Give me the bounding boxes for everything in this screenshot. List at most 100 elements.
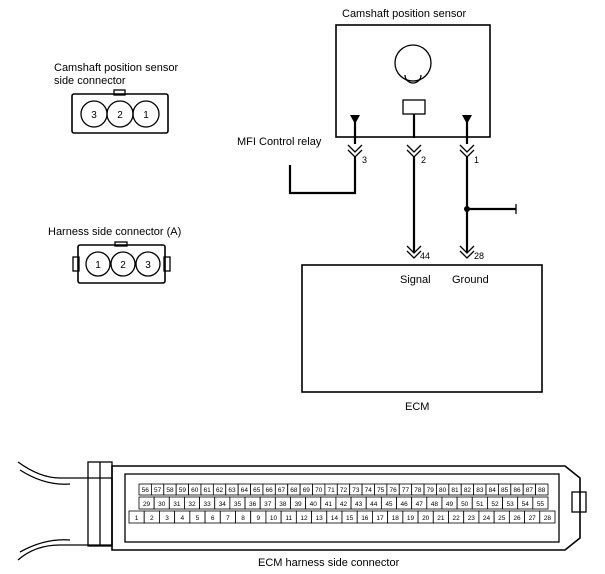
ecm-pin-label: 76 <box>389 487 397 494</box>
ecm-pin-label: 42 <box>340 501 348 508</box>
ecm-pin-label: 23 <box>468 515 476 522</box>
ecm-pin-cell <box>532 496 549 510</box>
ecm-pin-label: 77 <box>402 487 410 494</box>
ecm-pin-label: 14 <box>331 515 339 522</box>
ecm-pin-label: 52 <box>491 501 499 508</box>
signal-wire: 44 <box>406 157 430 261</box>
ecm-pin-label: 10 <box>270 515 278 522</box>
ecm-pin-label: 27 <box>529 515 537 522</box>
ecm-pin-label: 15 <box>346 515 354 522</box>
ecm-pin-label: 66 <box>266 487 274 494</box>
ecm-pin-label: 82 <box>464 487 472 494</box>
ecm-pin-label: 33 <box>204 501 212 508</box>
ecm-ground-label: Ground <box>452 274 489 286</box>
ecm-pin-label: 32 <box>188 501 196 508</box>
sensor-terminals: 3 2 1 <box>347 115 479 165</box>
ecm-pin-label: 36 <box>249 501 257 508</box>
ecm-pin-label: 57 <box>154 487 162 494</box>
ecm-pin-label: 8 <box>241 515 245 522</box>
ecm-pin-label: 71 <box>327 487 335 494</box>
ecm-pin-label: 78 <box>414 487 422 494</box>
ecm-pin-label: 87 <box>526 487 534 494</box>
ecm-pin-label: 43 <box>355 501 363 508</box>
ecm-pin-label: 70 <box>315 487 323 494</box>
sensor-cavity-3: 3 <box>91 110 97 121</box>
ecm-pin-label: 75 <box>377 487 385 494</box>
sensor-ic <box>402 99 426 115</box>
sensor-element <box>394 44 432 82</box>
ecm-pin-label: 34 <box>219 501 227 508</box>
ground-wire: 28 <box>459 157 517 261</box>
ecm-pin-label: 48 <box>431 501 439 508</box>
harness-cavity-2: 2 <box>120 260 126 271</box>
ecm-pin-label: 18 <box>392 515 400 522</box>
sensor-pin-1: 1 <box>474 155 479 165</box>
ecm-pin-label: 86 <box>513 487 521 494</box>
ecm-pin-label: 58 <box>166 487 174 494</box>
ecm-pin-label: 64 <box>241 487 249 494</box>
ecm-pin-label: 6 <box>211 515 215 522</box>
ecm-pin-label: 73 <box>352 487 360 494</box>
ecm-pin-label: 24 <box>483 515 491 522</box>
ecm-pin-label: 46 <box>400 501 408 508</box>
ecm-pin-label: 63 <box>228 487 236 494</box>
ecm-pin-label: 60 <box>191 487 199 494</box>
sensor-pin-3: 3 <box>362 155 367 165</box>
ecm-pin-label: 35 <box>234 501 242 508</box>
ecm-pin-label: 21 <box>437 515 445 522</box>
ecm-pin-label: 17 <box>376 515 384 522</box>
ecm-pin-44: 44 <box>420 251 430 261</box>
ecm-pin-label: 84 <box>489 487 497 494</box>
ecm-pin-label: 39 <box>294 501 302 508</box>
ecm-pin-label: 4 <box>180 515 184 522</box>
ecm-pin-label: 49 <box>446 501 454 508</box>
ecm-pin-label: 29 <box>143 501 151 508</box>
ecm-pin-label: 51 <box>476 501 484 508</box>
harness-connector-title: Harness side connector (A) <box>48 226 181 238</box>
camshaft-sensor-block: Camshaft position sensor <box>335 8 491 138</box>
ecm-pin-label: 69 <box>303 487 311 494</box>
ecm-pin-label: 65 <box>253 487 261 494</box>
ecm-pin-label: 50 <box>461 501 469 508</box>
ecm-pin-28: 28 <box>474 251 484 261</box>
harness-cavity-3: 3 <box>145 260 151 271</box>
ecm-signal-label: Signal <box>400 274 431 286</box>
ecm-pin-label: 22 <box>452 515 460 522</box>
ecm-pin-label: 16 <box>361 515 369 522</box>
ecm-pin-label: 31 <box>173 501 181 508</box>
ecm-block: Signal Ground ECM <box>301 264 543 413</box>
sensor-magnet <box>404 74 422 84</box>
ecm-pin-label: 44 <box>370 501 378 508</box>
ecm-pin-label: 56 <box>142 487 150 494</box>
ecm-pin-label: 37 <box>264 501 272 508</box>
ecm-pin-label: 3 <box>165 515 169 522</box>
ecm-pin-label: 80 <box>439 487 447 494</box>
ecm-pin-label: 20 <box>422 515 430 522</box>
ecm-pin-label: 7 <box>226 515 230 522</box>
mfi-relay-wire: MFI Control relay <box>237 136 357 195</box>
ecm-connector-title: ECM harness side connector <box>258 557 400 569</box>
sensor-cavity-1: 1 <box>143 110 149 121</box>
ecm-pin-label: 5 <box>196 515 200 522</box>
ecm-pin-label: 26 <box>513 515 521 522</box>
ecm-pin-label: 68 <box>290 487 298 494</box>
ecm-pin-label: 88 <box>538 487 546 494</box>
sensor-side-connector: Camshaft position sensor side connector … <box>54 62 178 134</box>
ecm-pin-label: 81 <box>451 487 459 494</box>
sensor-cavity-2: 2 <box>117 110 123 121</box>
ecm-pin-label: 28 <box>544 515 552 522</box>
ecm-pin-label: 79 <box>427 487 435 494</box>
ecm-pin-label: 47 <box>416 501 424 508</box>
ecm-pin-label: 61 <box>204 487 212 494</box>
ecm-pin-label: 9 <box>257 515 261 522</box>
ecm-pin-label: 38 <box>279 501 287 508</box>
ecm-box <box>301 264 543 393</box>
ecm-pin-label: 54 <box>522 501 530 508</box>
ecm-pin-label: 45 <box>385 501 393 508</box>
ecm-pin-label: 59 <box>179 487 187 494</box>
harness-side-connector: Harness side connector (A) 1 2 3 <box>48 226 181 284</box>
ecm-pin-label: 13 <box>316 515 324 522</box>
ecm-pin-label: 41 <box>325 501 333 508</box>
ecm-pin-label: 12 <box>300 515 308 522</box>
